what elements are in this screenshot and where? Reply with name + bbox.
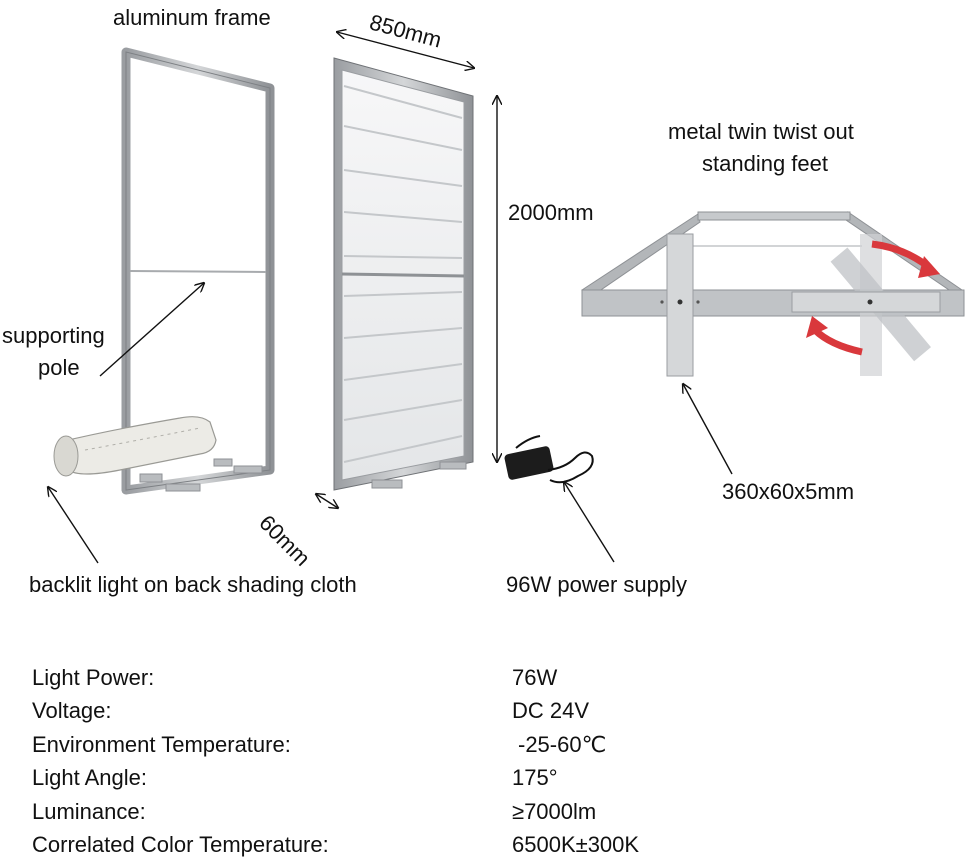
supporting-pole-label-line1: supporting — [2, 323, 105, 348]
backlit-label: backlit light on back shading cloth — [29, 572, 357, 597]
spec-value: -25-60℃ — [518, 732, 607, 757]
spec-name: Correlated Color Temperature: — [32, 832, 329, 857]
feet-title-line1: metal twin twist out — [668, 119, 854, 144]
height-label: 2000mm — [508, 200, 594, 225]
depth-dimension-arrow — [316, 494, 338, 508]
spec-name: Voltage: — [32, 698, 112, 723]
led-strips — [343, 85, 463, 463]
twist-foot-left — [666, 233, 694, 377]
power-supply — [504, 435, 594, 484]
spec-value: DC 24V — [512, 698, 590, 723]
frame-foot — [165, 483, 201, 492]
supporting-pole-bar — [129, 270, 267, 273]
spec-value: 76W — [512, 665, 558, 690]
product-diagram — [0, 0, 965, 564]
spec-value: 175° — [512, 765, 558, 790]
feet-title-line2: standing feet — [702, 151, 828, 176]
supporting-pole-pointer — [99, 283, 204, 377]
standing-feet-detail — [581, 211, 965, 377]
aluminum-frame-label: aluminum frame — [113, 5, 271, 30]
panel-crossbar — [341, 272, 465, 278]
backlit-cloth-bag — [53, 416, 217, 477]
spec-name: Luminance: — [32, 799, 146, 824]
spec-name: Light Angle: — [32, 765, 147, 790]
aluminum-frame-empty — [121, 47, 275, 495]
frame-foot — [213, 458, 233, 467]
lightbox-panel — [333, 57, 474, 491]
frame-foot — [139, 473, 163, 483]
feet-size-label: 360x60x5mm — [722, 479, 855, 504]
frame-foot — [233, 465, 263, 474]
panel-foot — [439, 461, 467, 470]
twist-foot-right — [791, 291, 941, 313]
power-supply-pointer — [564, 482, 615, 563]
spec-name: Environment Temperature: — [32, 732, 291, 757]
power-supply-label: 96W power supply — [506, 572, 687, 597]
rotate-arrow-bottom — [812, 327, 863, 356]
supporting-pole-label-line2: pole — [38, 355, 80, 380]
width-dimension-arrow — [337, 32, 474, 68]
panel-foot — [371, 479, 403, 489]
spec-table: Light Power: 76W Voltage: DC 24V Environ… — [0, 664, 971, 864]
spec-value: 6500K±300K — [512, 832, 640, 857]
backlit-pointer — [48, 487, 99, 564]
spec-name: Light Power: — [32, 665, 155, 690]
feet-size-pointer — [683, 384, 733, 475]
spec-value: ≥7000lm — [512, 799, 597, 824]
